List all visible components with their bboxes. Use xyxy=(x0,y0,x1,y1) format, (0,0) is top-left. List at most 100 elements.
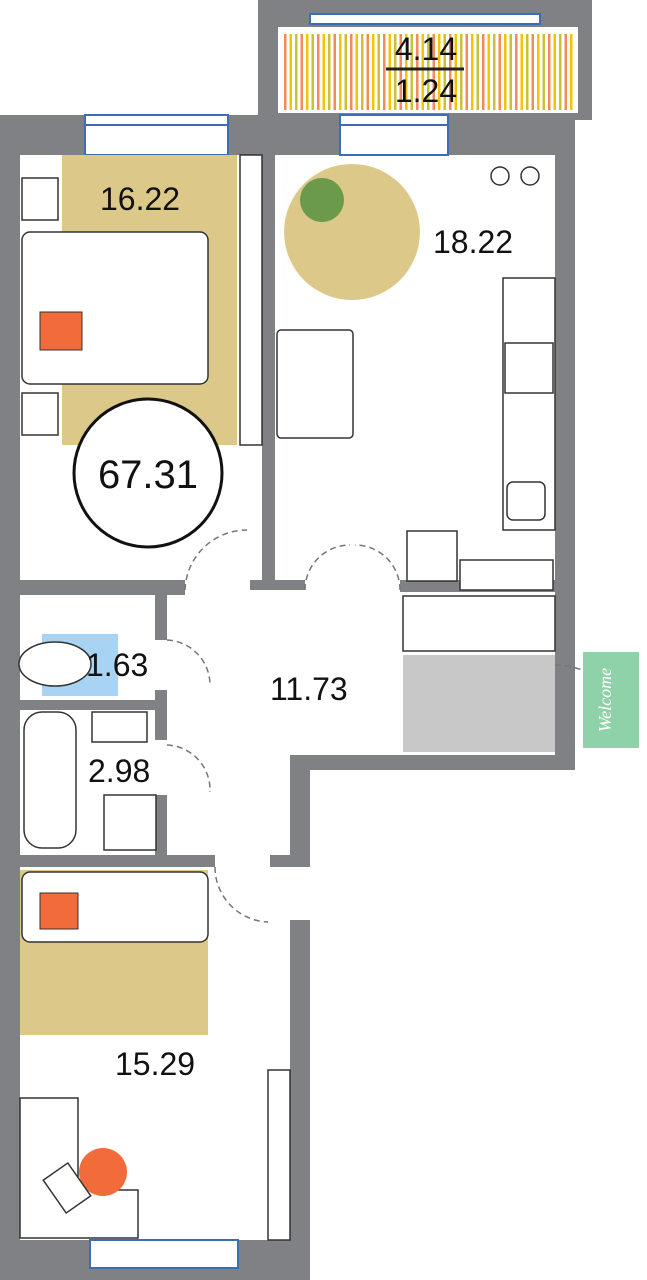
deck-stripe xyxy=(432,34,435,110)
deck-stripe xyxy=(361,34,364,110)
plant-icon xyxy=(300,178,344,222)
deck-stripe xyxy=(322,34,325,110)
stove xyxy=(504,342,554,394)
deck-stripe xyxy=(372,34,375,110)
deck-stripe xyxy=(564,34,567,110)
toilet xyxy=(18,641,92,687)
door xyxy=(184,529,248,591)
window xyxy=(84,124,229,156)
window xyxy=(84,114,229,126)
deck-stripe xyxy=(394,34,397,110)
deck-stripe xyxy=(284,34,287,110)
window xyxy=(89,1239,239,1269)
deck-stripe xyxy=(383,34,386,110)
deck-stripe xyxy=(515,34,518,110)
deck-stripe xyxy=(289,34,292,110)
total-area-badge xyxy=(72,397,224,549)
deck-stripe xyxy=(559,34,562,110)
deck-stripe xyxy=(300,34,303,110)
deck-stripe xyxy=(350,34,353,110)
deck-stripe xyxy=(366,34,369,110)
hallway-area: 11.73 xyxy=(270,671,348,707)
deck-stripe xyxy=(399,34,402,110)
pillow xyxy=(39,892,79,930)
deck-stripe xyxy=(328,34,331,110)
deck-stripe xyxy=(295,34,298,110)
nightstand xyxy=(21,177,59,221)
deck-stripe xyxy=(355,34,358,110)
wardrobe xyxy=(267,1069,291,1241)
deck-stripe xyxy=(471,34,474,110)
doormat xyxy=(583,652,639,748)
deck-stripe xyxy=(454,34,457,110)
balcony-area-reduced: 1.24 xyxy=(395,73,457,109)
fridge xyxy=(406,530,458,582)
balcony-decking xyxy=(284,34,573,110)
deck-stripe xyxy=(317,34,320,110)
deck-stripe xyxy=(487,34,490,110)
deck-stripe xyxy=(306,34,309,110)
deck-stripe xyxy=(504,34,507,110)
deck-stripe xyxy=(465,34,468,110)
toilet-area: 1.63 xyxy=(86,647,148,683)
plate-icon xyxy=(490,166,510,186)
deck-stripe xyxy=(410,34,413,110)
deck-stripe xyxy=(388,34,391,110)
deck-stripe xyxy=(476,34,479,110)
deck-stripe xyxy=(537,34,540,110)
door xyxy=(166,744,211,793)
deck-stripe xyxy=(311,34,314,110)
washing-machine xyxy=(103,794,157,851)
deck-stripe xyxy=(493,34,496,110)
bed xyxy=(21,231,209,385)
deck-stripe xyxy=(460,34,463,110)
bathroom-area: 2.98 xyxy=(88,753,150,789)
deck-stripe xyxy=(553,34,556,110)
deck-stripe xyxy=(520,34,523,110)
balcony-area: 4.14 xyxy=(395,31,457,67)
bedroom-1-area: 16.22 xyxy=(100,181,180,217)
walls xyxy=(0,115,575,1280)
deck-stripe xyxy=(405,34,408,110)
washer xyxy=(459,559,554,591)
deck-stripe xyxy=(416,34,419,110)
door xyxy=(214,866,269,923)
deck-stripe xyxy=(339,34,342,110)
desk xyxy=(19,1097,139,1239)
deck-stripe xyxy=(548,34,551,110)
entry-rug xyxy=(403,655,555,752)
round-rug xyxy=(284,164,420,300)
door xyxy=(166,639,211,686)
deck-stripe xyxy=(449,34,452,110)
deck-stripe xyxy=(542,34,545,110)
door xyxy=(304,544,401,591)
doormat-text: Welcome xyxy=(595,668,615,732)
deck-stripe xyxy=(509,34,512,110)
washbasin xyxy=(91,711,148,743)
plate-icon xyxy=(520,166,540,186)
bathtub xyxy=(23,711,77,849)
window xyxy=(339,114,449,126)
hallway-wardrobe xyxy=(402,595,556,652)
deck-stripe xyxy=(570,34,573,110)
deck-stripe xyxy=(482,34,485,110)
deck-stripe xyxy=(531,34,534,110)
deck-stripe xyxy=(498,34,501,110)
deck-stripe xyxy=(344,34,347,110)
deck-stripe xyxy=(421,34,424,110)
dining-table xyxy=(276,329,354,439)
deck-stripe xyxy=(438,34,441,110)
deck-stripe xyxy=(427,34,430,110)
keyboard-icon xyxy=(42,1161,92,1215)
total-area: 67.31 xyxy=(98,453,198,497)
wardrobe xyxy=(239,154,263,446)
window xyxy=(339,124,449,156)
deck-stripe xyxy=(526,34,529,110)
deck-stripe xyxy=(333,34,336,110)
kitchen-area: 18.22 xyxy=(433,224,513,260)
bedroom-2-area: 15.29 xyxy=(115,1046,195,1082)
deck-stripe xyxy=(377,34,380,110)
balcony: 4.14 1.24 xyxy=(258,0,592,120)
pillow xyxy=(39,311,83,351)
